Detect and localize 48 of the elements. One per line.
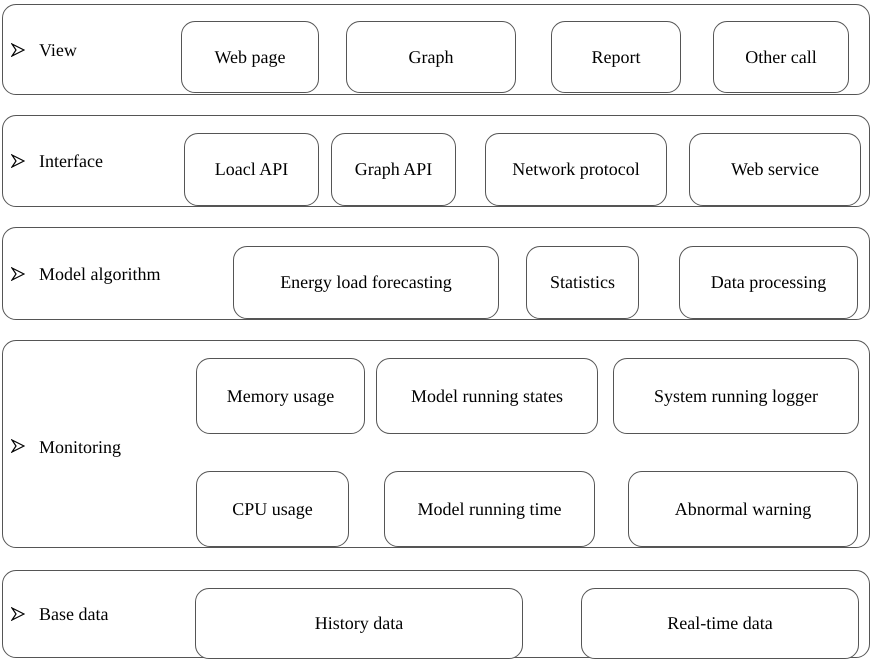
layer-heading: Monitoring	[39, 438, 122, 456]
component-box	[331, 133, 456, 206]
component-label: Model running states	[411, 384, 563, 408]
component-label: Network protocol	[512, 158, 640, 181]
layer-heading: Model algorithm	[39, 264, 160, 282]
component-label: Loacl API	[214, 158, 288, 181]
component-box	[384, 471, 595, 547]
component-label: Report	[592, 46, 640, 68]
component-box	[485, 133, 667, 206]
component-label: Real-time data	[667, 612, 773, 635]
component-box	[713, 21, 849, 93]
component-box	[689, 133, 861, 206]
layer-band	[2, 115, 870, 207]
component-label: Web page	[214, 46, 286, 68]
layer-band	[2, 227, 870, 320]
component-label: Energy load forecasting	[280, 271, 452, 294]
component-label: Memory usage	[226, 384, 334, 408]
component-label: Web service	[730, 158, 819, 181]
component-box	[195, 588, 523, 659]
layer-band	[2, 4, 870, 95]
component-box	[526, 246, 639, 319]
component-label: Other call	[745, 46, 817, 68]
layer-band	[2, 570, 870, 658]
component-label: History data	[314, 612, 404, 635]
component-label: System running logger	[654, 384, 818, 408]
layer-heading: View	[39, 40, 77, 58]
component-label: Abnormal warning	[674, 498, 812, 520]
component-label: Statistics	[550, 271, 615, 294]
component-label: Model running time	[418, 498, 562, 520]
component-label: Data processing	[710, 271, 826, 294]
layer-heading: Interface	[39, 152, 103, 170]
component-box	[376, 358, 598, 434]
component-box	[181, 21, 319, 93]
component-box	[346, 21, 516, 93]
layer-band	[2, 340, 870, 548]
component-box	[628, 471, 858, 547]
component-box	[551, 21, 681, 93]
layer-heading: Base data	[39, 605, 108, 623]
component-label: CPU usage	[232, 498, 313, 520]
component-box	[184, 133, 319, 206]
component-box	[581, 588, 859, 659]
component-box	[679, 246, 858, 319]
component-box	[613, 358, 859, 434]
component-box	[196, 471, 349, 547]
component-box	[196, 358, 365, 434]
component-box	[233, 246, 499, 319]
component-label: Graph API	[354, 158, 432, 181]
component-label: Graph	[408, 46, 454, 68]
